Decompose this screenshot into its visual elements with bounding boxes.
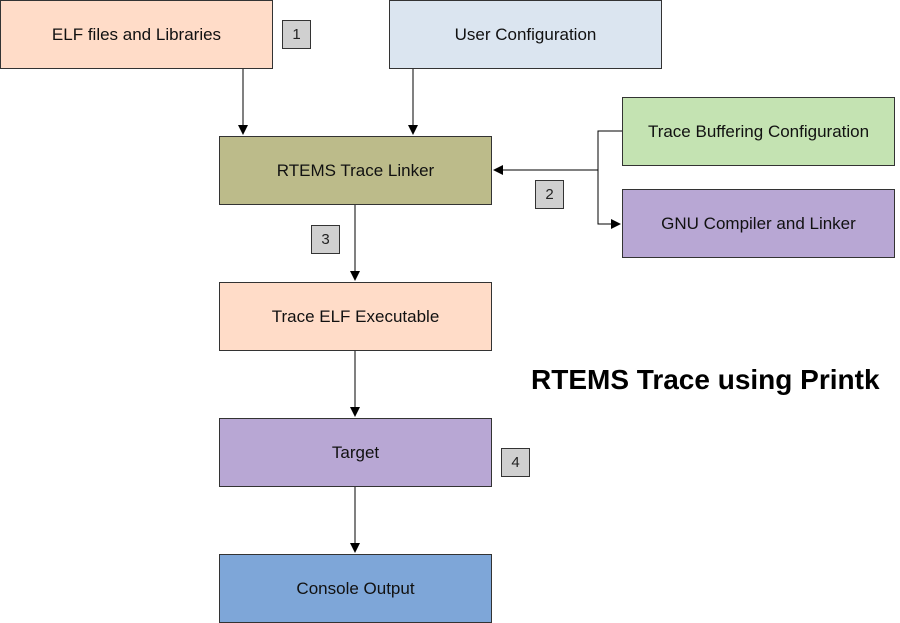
connector-buffering-trunk: [597, 130, 622, 229]
elf-files-node: ELF files and Libraries: [0, 0, 273, 69]
trace-elf-executable-node: Trace ELF Executable: [219, 282, 492, 351]
step-badge-1: 1: [282, 20, 311, 49]
step-badge-4: 4: [501, 448, 530, 477]
target-node: Target: [219, 418, 492, 487]
gnu-compiler-linker-node: GNU Compiler and Linker: [622, 189, 895, 258]
trace-buffering-configuration-node: Trace Buffering Configuration: [622, 97, 895, 166]
rtems-trace-linker-node: RTEMS Trace Linker: [219, 136, 492, 205]
console-output-node: Console Output: [219, 554, 492, 623]
step-badge-3: 3: [311, 225, 340, 254]
user-configuration-node: User Configuration: [389, 0, 662, 69]
diagram-title: RTEMS Trace using Printk: [531, 364, 880, 395]
step-badge-2: 2: [535, 180, 564, 209]
